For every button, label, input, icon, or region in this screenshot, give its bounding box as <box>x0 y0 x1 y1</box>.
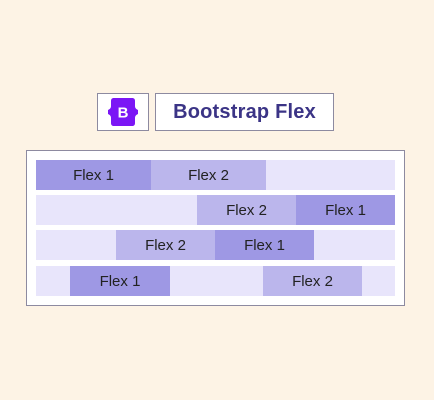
flex-demo-panel: Flex 1 Flex 2 Flex 2 Flex 1 Flex 2 Flex … <box>26 150 405 306</box>
flex-item-label: Flex 1 <box>73 166 114 184</box>
flex-row-start: Flex 1 Flex 2 <box>36 160 395 190</box>
bootstrap-logo-box: B <box>97 93 149 131</box>
flex-item-2: Flex 2 <box>116 230 215 260</box>
flex-item-1: Flex 1 <box>215 230 314 260</box>
flex-item-label: Flex 2 <box>226 201 267 219</box>
page-title-text: Bootstrap Flex <box>173 100 316 123</box>
flex-item-2: Flex 2 <box>197 195 296 225</box>
flex-item-2: Flex 2 <box>151 160 266 190</box>
flex-item-1: Flex 1 <box>36 160 151 190</box>
page-title: Bootstrap Flex <box>155 93 334 131</box>
flex-item-label: Flex 2 <box>145 236 186 254</box>
flex-item-label: Flex 1 <box>325 201 366 219</box>
flex-item-label: Flex 1 <box>99 272 141 290</box>
flex-row-space-around: Flex 1 Flex 2 <box>36 266 395 296</box>
flex-item-1: Flex 1 <box>296 195 395 225</box>
flex-item-label: Flex 2 <box>292 272 333 290</box>
bootstrap-logo-icon: B <box>108 98 138 126</box>
logo-letter: B <box>118 105 129 122</box>
flex-item-2: Flex 2 <box>263 266 362 296</box>
flex-row-end-reverse: Flex 2 Flex 1 <box>36 195 395 225</box>
flex-item-label: Flex 1 <box>244 236 285 254</box>
flex-item-label: Flex 2 <box>188 166 229 184</box>
flex-item-1: Flex 1 <box>70 266 170 296</box>
flex-row-center-reverse: Flex 2 Flex 1 <box>36 230 395 260</box>
